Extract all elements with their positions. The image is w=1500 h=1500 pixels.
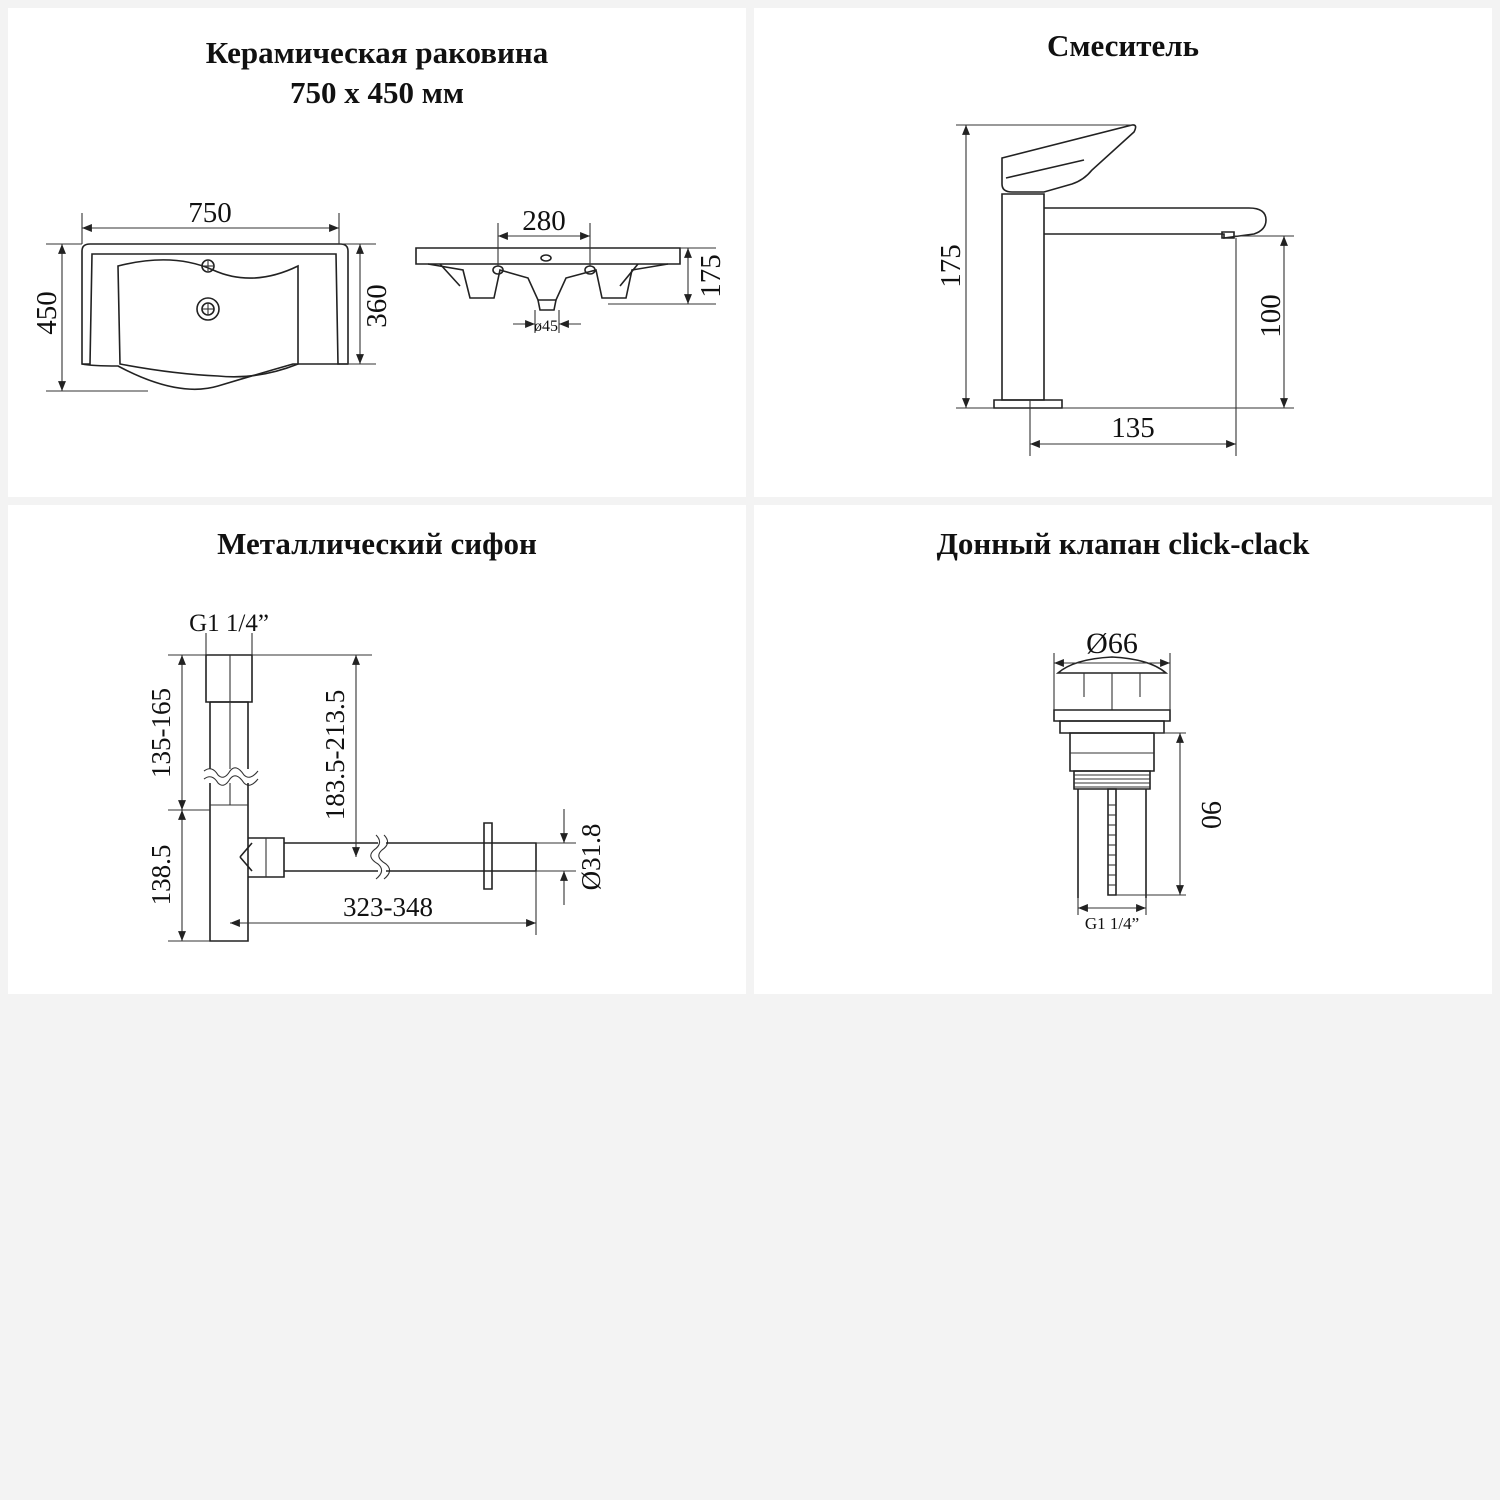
- siphon-outlet-height-label: 183.5-213.5: [320, 690, 350, 821]
- mixer-reach-dim: 135: [1029, 238, 1237, 456]
- valve-title: Донный клапан click-clack: [754, 524, 1492, 564]
- siphon-outlet-height-dim: 183.5-213.5: [252, 654, 372, 857]
- siphon-lower-dim: 138.5: [146, 810, 210, 942]
- sink-height-label: 175: [695, 254, 727, 298]
- sink-drain-label: ø45: [534, 318, 558, 335]
- sink-title-line2: 750 х 450 мм: [290, 75, 464, 110]
- sink-side-view: [415, 247, 681, 311]
- siphon-drawing: G1 1/4” 135-165 138.5 183.5-213.5 323-34…: [146, 610, 606, 942]
- mixer-height-dim: 175: [935, 124, 1132, 409]
- siphon-thread-dim: G1 1/4”: [189, 610, 269, 655]
- valve-title-text: Донный клапан click-clack: [936, 526, 1310, 561]
- valve-rod-thread: [1108, 804, 1116, 886]
- valve-drawing: Ø66 90 G1 1/4”: [1053, 627, 1226, 933]
- valve-thread-label: G1 1/4”: [1085, 914, 1139, 933]
- sink-depth-label: 450: [31, 291, 63, 335]
- mixer-height-label: 175: [935, 244, 967, 288]
- sink-inner-dim: 360: [340, 243, 393, 365]
- siphon-panel: Металлический сифон: [8, 505, 746, 994]
- valve-cap-dim: Ø66: [1053, 627, 1171, 710]
- valve-thread-lines: [1074, 774, 1150, 788]
- valve-panel: Донный клапан click-clack: [754, 505, 1492, 994]
- valve-body: [1053, 656, 1171, 898]
- sink-width-dim: 750: [81, 197, 340, 244]
- mixer-drawing: 175 100 135: [935, 124, 1294, 456]
- sink-height-dim: 175: [608, 247, 727, 305]
- siphon-lower-label: 138.5: [146, 845, 176, 906]
- mixer-reach-label: 135: [1111, 412, 1155, 444]
- sink-drain-dim: ø45: [513, 310, 581, 335]
- mixer-spout-height-dim: 100: [1062, 235, 1294, 409]
- mixer-spout-height-label: 100: [1255, 294, 1287, 338]
- sink-title-line1: Керамическая раковина: [205, 35, 549, 70]
- valve-height-dim: 90: [1116, 732, 1226, 896]
- siphon-pipe-range-label: 135-165: [146, 688, 176, 778]
- siphon-length-label: 323-348: [343, 892, 433, 922]
- siphon-thread-label: G1 1/4”: [189, 610, 269, 637]
- siphon-diameter-dim: Ø31.8: [536, 809, 606, 905]
- siphon-title-text: Металлический сифон: [217, 526, 537, 561]
- mixer-body: [993, 124, 1267, 409]
- valve-height-label: 90: [1195, 801, 1226, 829]
- sink-width-label: 750: [188, 197, 232, 229]
- mixer-title-text: Смеситель: [1046, 28, 1200, 63]
- sink-tap-spacing-dim: 280: [497, 205, 591, 266]
- sink-title: Керамическая раковина 750 х 450 мм: [8, 33, 746, 113]
- siphon-body: [203, 654, 537, 942]
- mixer-title: Смеситель: [754, 26, 1492, 66]
- sink-depth-dim: 450: [31, 243, 148, 392]
- siphon-title: Металлический сифон: [8, 524, 746, 564]
- valve-thread-dim: G1 1/4”: [1077, 898, 1147, 933]
- sink-inner-label: 360: [361, 284, 393, 328]
- sink-tap-spacing-label: 280: [522, 205, 566, 237]
- siphon-diameter-label: Ø31.8: [576, 824, 606, 891]
- siphon-pipe-range-dim: 135-165: [146, 654, 210, 811]
- sink-drawing: 750 450 360: [31, 197, 727, 392]
- sink-panel: Керамическая раковина 750 х 450 мм: [8, 8, 746, 497]
- sink-top-view: [81, 243, 349, 391]
- siphon-length-dim: 323-348: [230, 871, 537, 935]
- valve-cap-label: Ø66: [1086, 627, 1138, 660]
- mixer-panel: Смеситель 175: [754, 8, 1492, 497]
